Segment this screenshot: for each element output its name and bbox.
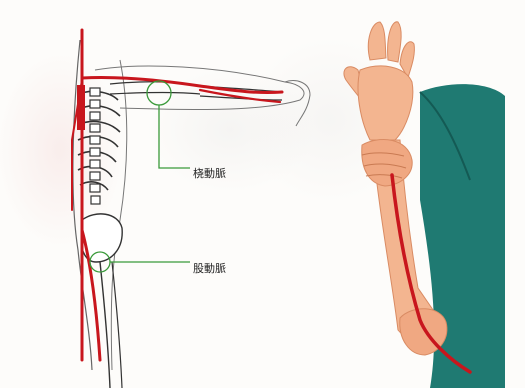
illustration-frame: 桡動脈 股動脈 <box>0 0 525 388</box>
hand-pulse-check-illustration <box>0 0 525 388</box>
